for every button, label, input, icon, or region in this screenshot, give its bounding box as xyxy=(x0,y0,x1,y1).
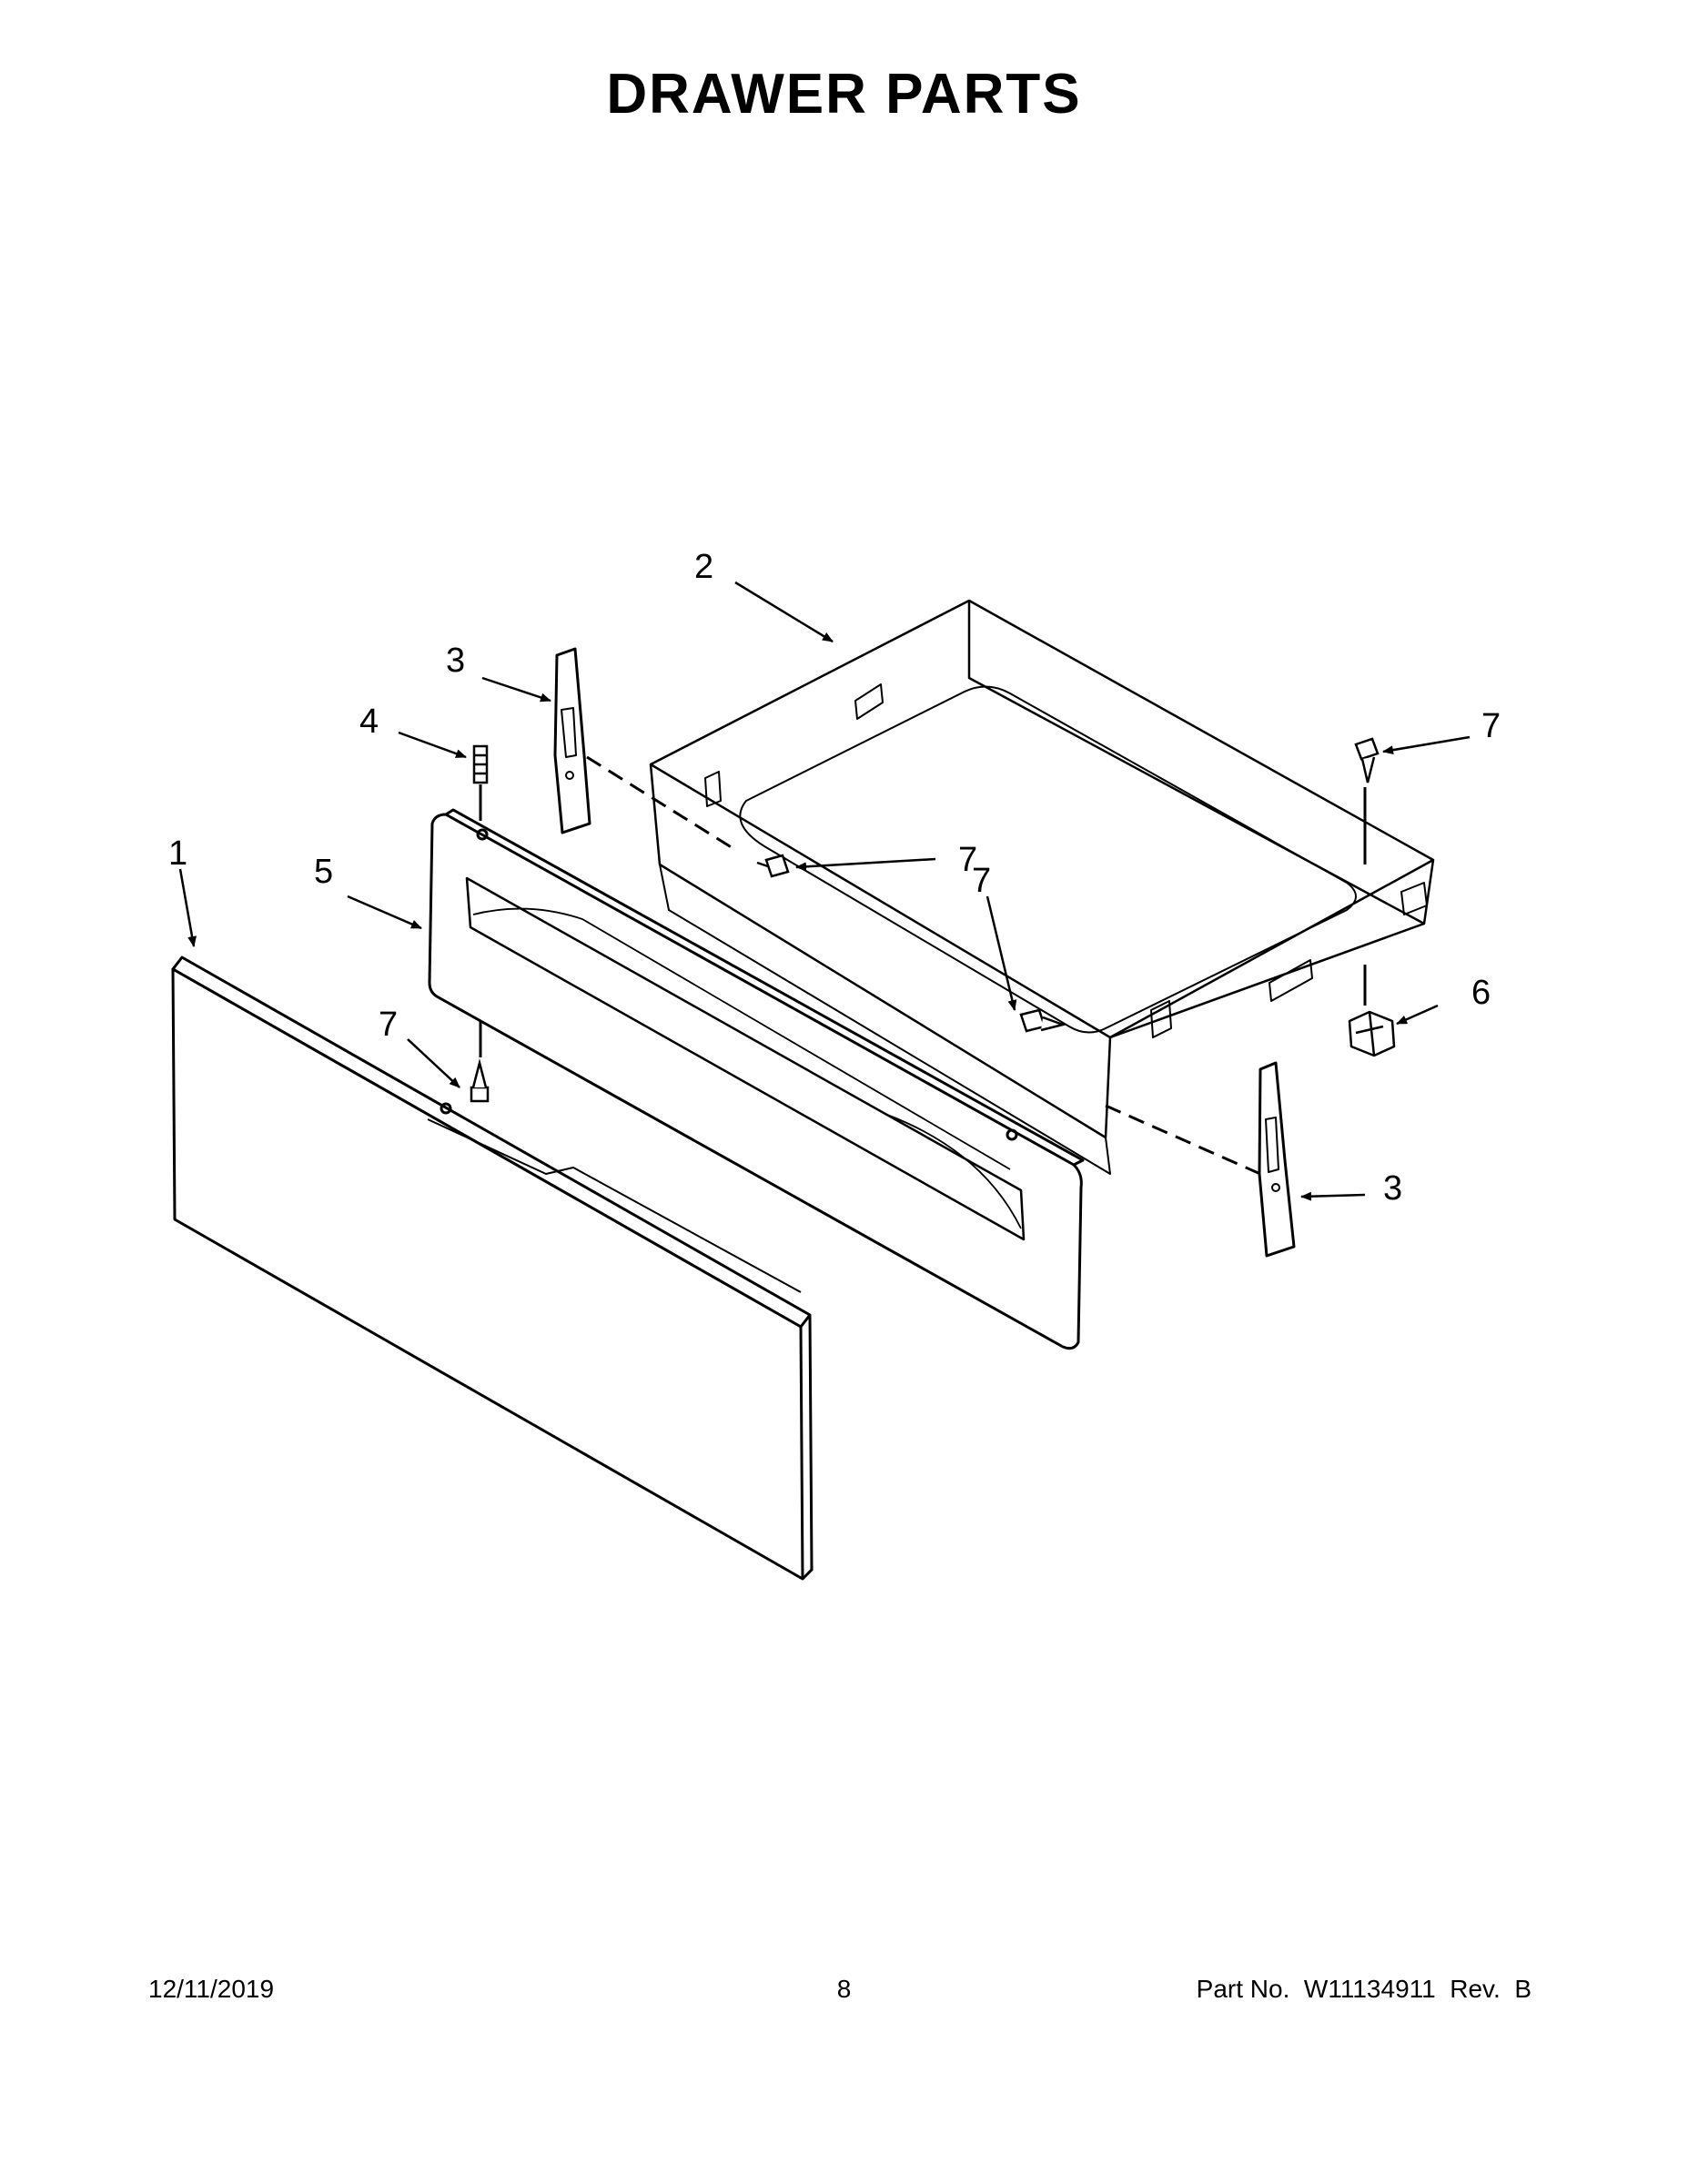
leader-arrows xyxy=(178,581,1471,1201)
drawer-slide-left xyxy=(553,647,591,834)
drawer-clip xyxy=(1348,1010,1396,1057)
drawer-tray xyxy=(649,599,1435,1175)
screw-top-right xyxy=(1354,737,1380,784)
callout-7: 7 xyxy=(1481,707,1501,745)
callout-7: 7 xyxy=(972,862,991,900)
stud-part-4 xyxy=(472,744,489,784)
callout-1: 1 xyxy=(168,834,187,873)
drawer-front-inner-panel xyxy=(428,808,1085,1350)
callout-2: 2 xyxy=(694,548,713,586)
screw-tray-center xyxy=(1019,1008,1067,1033)
footer-date: 12/11/2019 xyxy=(148,1975,275,2003)
callout-5: 5 xyxy=(314,853,333,891)
screw-front-panel xyxy=(470,1058,490,1103)
assembly-lines xyxy=(586,755,1261,1176)
screw-tray-left xyxy=(756,854,790,878)
callout-4: 4 xyxy=(359,703,379,741)
drawer-slide-right xyxy=(1258,1061,1296,1258)
drawer-outer-panel xyxy=(171,956,814,1581)
callout-3: 3 xyxy=(1383,1169,1402,1208)
callout-6: 6 xyxy=(1471,974,1491,1012)
alignment-lines xyxy=(479,784,1367,1057)
callout-7: 7 xyxy=(958,841,977,879)
footer-page-number: 8 xyxy=(836,1975,852,2003)
page-title: DRAWER PARTS xyxy=(606,63,1082,126)
callout-3: 3 xyxy=(446,642,465,680)
footer-part-number: Part No. W11134911 Rev. B xyxy=(1196,1975,1531,2003)
callout-7: 7 xyxy=(379,1006,398,1044)
